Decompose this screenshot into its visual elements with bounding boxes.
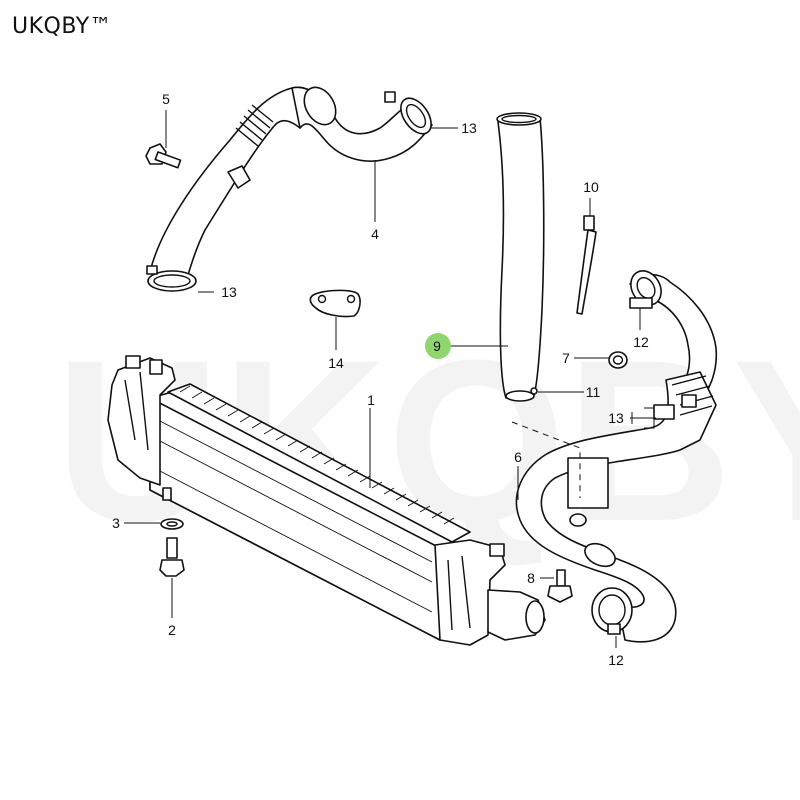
bolt-5[interactable] [145,143,182,169]
bolt-2[interactable] [159,537,185,577]
highlight-marker [425,333,451,359]
callout-13-right: 13 [608,410,624,426]
brand-title: UKQBY™ [12,14,113,39]
callout-5: 5 [162,91,170,107]
callout-7: 7 [562,350,570,366]
callout-12-top: 12 [633,334,649,350]
nut-7[interactable] [608,351,628,369]
callout-10: 10 [583,179,599,195]
cooler-fins [157,385,455,613]
callout-14: 14 [328,355,344,371]
callout-1: 1 [367,392,375,408]
callout-3: 3 [112,515,120,531]
callout-6: 6 [514,449,522,465]
callout-8: 8 [527,570,535,586]
charge-air-pipe-lower[interactable] [515,265,718,643]
charge-air-pipe-upper[interactable] [146,82,437,292]
bolt-8[interactable] [547,569,573,603]
leader-lines [124,110,656,648]
callout-labels: 1 2 3 4 5 6 7 8 9 10 11 12 12 13 13 13 1… [112,91,649,668]
callout-13-left: 13 [221,284,237,300]
cable-tie-10[interactable] [576,215,597,315]
callout-12-bottom: 12 [608,652,624,668]
washer-3[interactable] [160,518,184,530]
callout-2: 2 [168,622,176,638]
callout-11: 11 [586,384,601,400]
gasket-14[interactable] [309,289,361,318]
intake-tube-9[interactable] [496,112,545,402]
intercooler[interactable] [107,355,546,646]
callout-4: 4 [371,226,379,242]
callout-9: 9 [433,338,441,354]
callout-13-top: 13 [461,120,477,136]
